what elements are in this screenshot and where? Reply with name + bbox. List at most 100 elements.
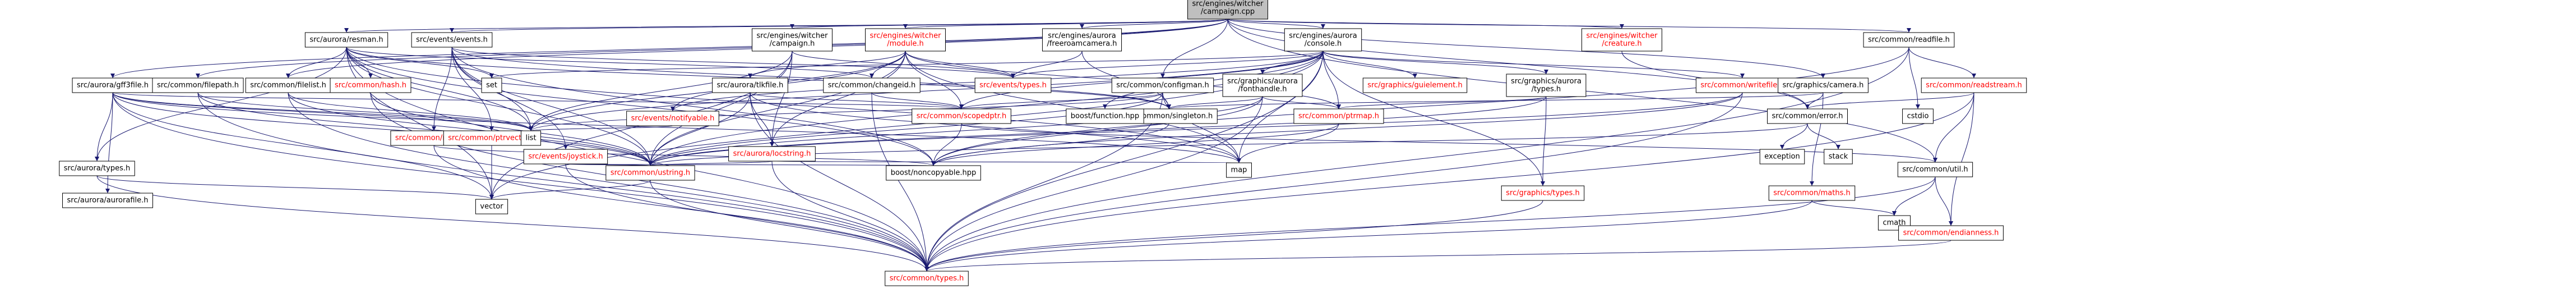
node-label-fonthandle: /fonthandle.h xyxy=(1238,85,1287,94)
node-box-gaurora_types[interactable] xyxy=(1506,74,1587,97)
node-box-configman[interactable] xyxy=(1111,77,1214,93)
node-vector: vector xyxy=(475,199,508,214)
node-box-graphics_types[interactable] xyxy=(1501,185,1585,201)
node-box-locstring[interactable] xyxy=(728,146,816,162)
edge-changeid-to-scopedptr xyxy=(871,92,964,109)
node-ustring[interactable]: src/common/ustring.h xyxy=(605,165,695,181)
node-box-notifyable[interactable] xyxy=(626,111,719,126)
node-box-writefile[interactable] xyxy=(1695,77,1789,93)
node-box-common_types[interactable] xyxy=(885,271,969,286)
node-box-aurora_resman[interactable] xyxy=(304,32,389,48)
node-box-fonthandle[interactable] xyxy=(1222,74,1303,97)
node-ptrmap[interactable]: src/common/ptrmap.h xyxy=(1293,108,1384,124)
node-aurora_resman[interactable]: src/aurora/resman.h xyxy=(304,32,389,48)
node-gaurora_types[interactable]: src/graphics/aurora/types.h xyxy=(1506,74,1587,97)
node-box-error[interactable] xyxy=(1766,108,1848,124)
node-box-util[interactable] xyxy=(1897,162,1973,177)
node-box-scopedptr[interactable] xyxy=(912,108,1011,124)
edge-singleton-to-noncopyable xyxy=(931,123,1169,166)
node-events_types[interactable]: src/events/types.h xyxy=(974,77,1052,93)
node-box-camera[interactable] xyxy=(1778,77,1869,93)
edge-layer xyxy=(95,19,1976,272)
node-camera[interactable]: src/graphics/camera.h xyxy=(1778,77,1869,93)
edge-gff3file-to-scopedptr xyxy=(112,92,964,109)
node-box-changeid[interactable] xyxy=(823,77,921,93)
node-box-auroraFile[interactable] xyxy=(62,193,153,208)
node-box-fmc[interactable] xyxy=(1042,28,1122,52)
node-label-joystick: src/events/joystick.h xyxy=(528,153,603,161)
node-label-cmath: cmath xyxy=(1883,219,1906,227)
node-maths[interactable]: src/common/maths.h xyxy=(1768,185,1856,201)
node-box-events_types[interactable] xyxy=(974,77,1052,93)
node-box-root[interactable] xyxy=(1187,0,1268,20)
node-box-endianness[interactable] xyxy=(1898,225,2004,241)
node-box-cstdio xyxy=(1902,108,1934,124)
node-aurora_types[interactable]: src/aurora/types.h xyxy=(59,161,135,176)
node-box-filepath[interactable] xyxy=(152,77,244,93)
node-box-map xyxy=(1226,162,1252,178)
node-console[interactable]: src/engines/aurora/console.h xyxy=(1284,28,1362,52)
node-graphics_types[interactable]: src/graphics/types.h xyxy=(1501,185,1585,201)
node-label-locstring: src/aurora/locstring.h xyxy=(733,150,811,158)
node-box-readfile[interactable] xyxy=(1863,32,1955,48)
node-endianness[interactable]: src/common/endianness.h xyxy=(1898,225,2004,241)
node-box-events_events[interactable] xyxy=(411,32,493,48)
node-filelist[interactable]: src/common/filelist.h xyxy=(245,77,331,93)
node-joystick[interactable]: src/events/joystick.h xyxy=(523,149,608,165)
node-filepath[interactable]: src/common/filepath.h xyxy=(152,77,244,93)
node-notifyable[interactable]: src/events/notifyable.h xyxy=(626,111,719,126)
node-root[interactable]: src/engines/witcher/campaign.cpp xyxy=(1187,0,1268,20)
node-label-tlkfile: src/aurora/tlkfile.h xyxy=(717,81,784,90)
node-label-stack: stack xyxy=(1829,153,1848,161)
node-gff3file[interactable]: src/aurora/gff3file.h xyxy=(72,77,154,93)
node-util[interactable]: src/common/util.h xyxy=(1897,162,1973,177)
node-writefile[interactable]: src/common/writefile.h xyxy=(1695,77,1789,93)
node-creature[interactable]: src/engines/witcher/creature.h xyxy=(1581,28,1662,52)
node-label-configman: src/common/configman.h xyxy=(1116,81,1209,90)
node-box-witcher_module[interactable] xyxy=(865,28,946,52)
node-label-changeid: src/common/changeid.h xyxy=(828,81,915,90)
node-hash[interactable]: src/common/hash.h xyxy=(330,77,411,93)
node-witcher_campaign_h[interactable]: src/engines/witcher/campaign.h xyxy=(752,28,833,52)
node-box-guielement[interactable] xyxy=(1362,77,1468,93)
node-box-tlkfile[interactable] xyxy=(712,77,788,93)
node-box-maths[interactable] xyxy=(1768,185,1856,201)
node-changeid[interactable]: src/common/changeid.h xyxy=(823,77,921,93)
node-readfile[interactable]: src/common/readfile.h xyxy=(1863,32,1955,48)
node-label-fonthandle: src/graphics/aurora xyxy=(1227,77,1298,86)
node-fmc[interactable]: src/engines/aurora/freeroamcamera.h xyxy=(1042,28,1122,52)
node-witcher_module[interactable]: src/engines/witcher/module.h xyxy=(865,28,946,52)
node-box-gff3file[interactable] xyxy=(72,77,154,93)
node-configman[interactable]: src/common/configman.h xyxy=(1111,77,1214,93)
node-events_events[interactable]: src/events/events.h xyxy=(411,32,493,48)
edge-util-to-endianness xyxy=(1935,176,1953,226)
node-auroraFile[interactable]: src/aurora/aurorafile.h xyxy=(62,193,153,208)
node-box-joystick[interactable] xyxy=(523,149,608,165)
node-tlkfile[interactable]: src/aurora/tlkfile.h xyxy=(712,77,788,93)
edge-writefile-to-ustring xyxy=(648,92,1743,166)
node-readstream[interactable]: src/common/readstream.h xyxy=(1921,77,2027,93)
node-guielement[interactable]: src/graphics/guielement.h xyxy=(1362,77,1468,93)
node-fonthandle[interactable]: src/graphics/aurora/fonthandle.h xyxy=(1222,74,1303,97)
node-label-writefile: src/common/writefile.h xyxy=(1700,81,1784,90)
node-scopedptr[interactable]: src/common/scopedptr.h xyxy=(912,108,1011,124)
node-common_types[interactable]: src/common/types.h xyxy=(885,271,969,286)
node-box-witcher_campaign_h[interactable] xyxy=(752,28,833,52)
node-box-aurora_types[interactable] xyxy=(59,161,135,176)
node-box-readstream[interactable] xyxy=(1921,77,2027,93)
edge-witcher_campaign_h-to-list xyxy=(529,51,793,131)
node-error[interactable]: src/common/error.h xyxy=(1766,108,1848,124)
edge-root-to-filepath xyxy=(196,19,1228,79)
node-box-console[interactable] xyxy=(1284,28,1362,52)
node-box-creature[interactable] xyxy=(1581,28,1662,52)
node-box-ptrmap[interactable] xyxy=(1293,108,1384,124)
node-box-ustring[interactable] xyxy=(605,165,695,181)
edge-root-to-gff3file xyxy=(110,19,1228,79)
edge-readstream-to-common_types xyxy=(924,92,1974,272)
node-box-hash[interactable] xyxy=(330,77,411,93)
edge-aurora_resman-to-noncopyable xyxy=(346,47,936,166)
node-locstring[interactable]: src/aurora/locstring.h xyxy=(728,146,816,162)
node-label-ustring: src/common/ustring.h xyxy=(611,169,690,177)
node-box-filelist[interactable] xyxy=(245,77,331,93)
